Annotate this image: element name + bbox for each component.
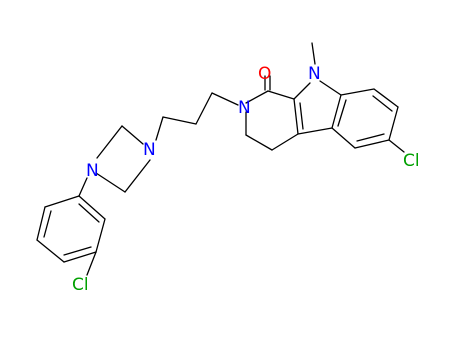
bond-c7-c6: [388, 106, 399, 141]
bond-c4a-c4b: [297, 127, 333, 135]
bond-c4-c4a: [271, 133, 299, 151]
bond-ar-5: [95, 218, 106, 253]
bond-npip-aryl: [78, 177, 88, 197]
bond-c8a-c8: [340, 88, 375, 96]
bond-c3-c4: [245, 134, 273, 151]
bond-c6-c5: [354, 133, 390, 149]
bond-ar-cl: [86, 251, 97, 276]
bonds: [36, 42, 405, 276]
bond-c4a-c9a: [293, 98, 304, 135]
bond-n9-c8a: [319, 80, 342, 96]
phenyl-chlorine-label: Cl: [72, 275, 89, 295]
bond-cb-cc: [162, 116, 197, 125]
bond-pip-2: [96, 125, 123, 159]
indole-nitrogen-label: N: [308, 64, 321, 84]
lactam-nitrogen-label: N: [238, 98, 251, 118]
bond-c5-c4b: [331, 127, 356, 149]
bond-c1-c9a: [267, 90, 295, 100]
bond-n2-ca: [211, 92, 239, 106]
bond-carbonyl-double: [264, 75, 271, 91]
oxygen-label: O: [258, 64, 271, 84]
bond-c8a-c4b: [331, 94, 347, 129]
atom-labels: O N N Cl N N Cl: [72, 64, 420, 295]
bond-c6-cl: [388, 139, 405, 153]
bond-ar-2: [36, 206, 52, 241]
bond-ca-cb: [195, 92, 213, 125]
bond-ar-1: [44, 195, 80, 208]
piperazine-nitrogen-label-2: N: [86, 161, 99, 181]
bond-n9-methyl: [311, 42, 316, 65]
bond-c1-n2: [245, 90, 269, 104]
aryl-chlorine-label: Cl: [403, 151, 420, 171]
piperazine-nitrogen-label-1: N: [143, 140, 156, 160]
bond-cc-npip: [155, 116, 164, 141]
bond-ar-3: [36, 239, 65, 263]
bond-pip-3: [95, 172, 126, 193]
bond-c8-c7: [372, 88, 399, 112]
bond-pip-4: [124, 159, 151, 193]
bond-c9a-n9: [293, 82, 311, 100]
bond-pip-1: [121, 125, 144, 145]
bond-ar-4: [63, 246, 97, 263]
bond-ar-6: [78, 195, 106, 223]
